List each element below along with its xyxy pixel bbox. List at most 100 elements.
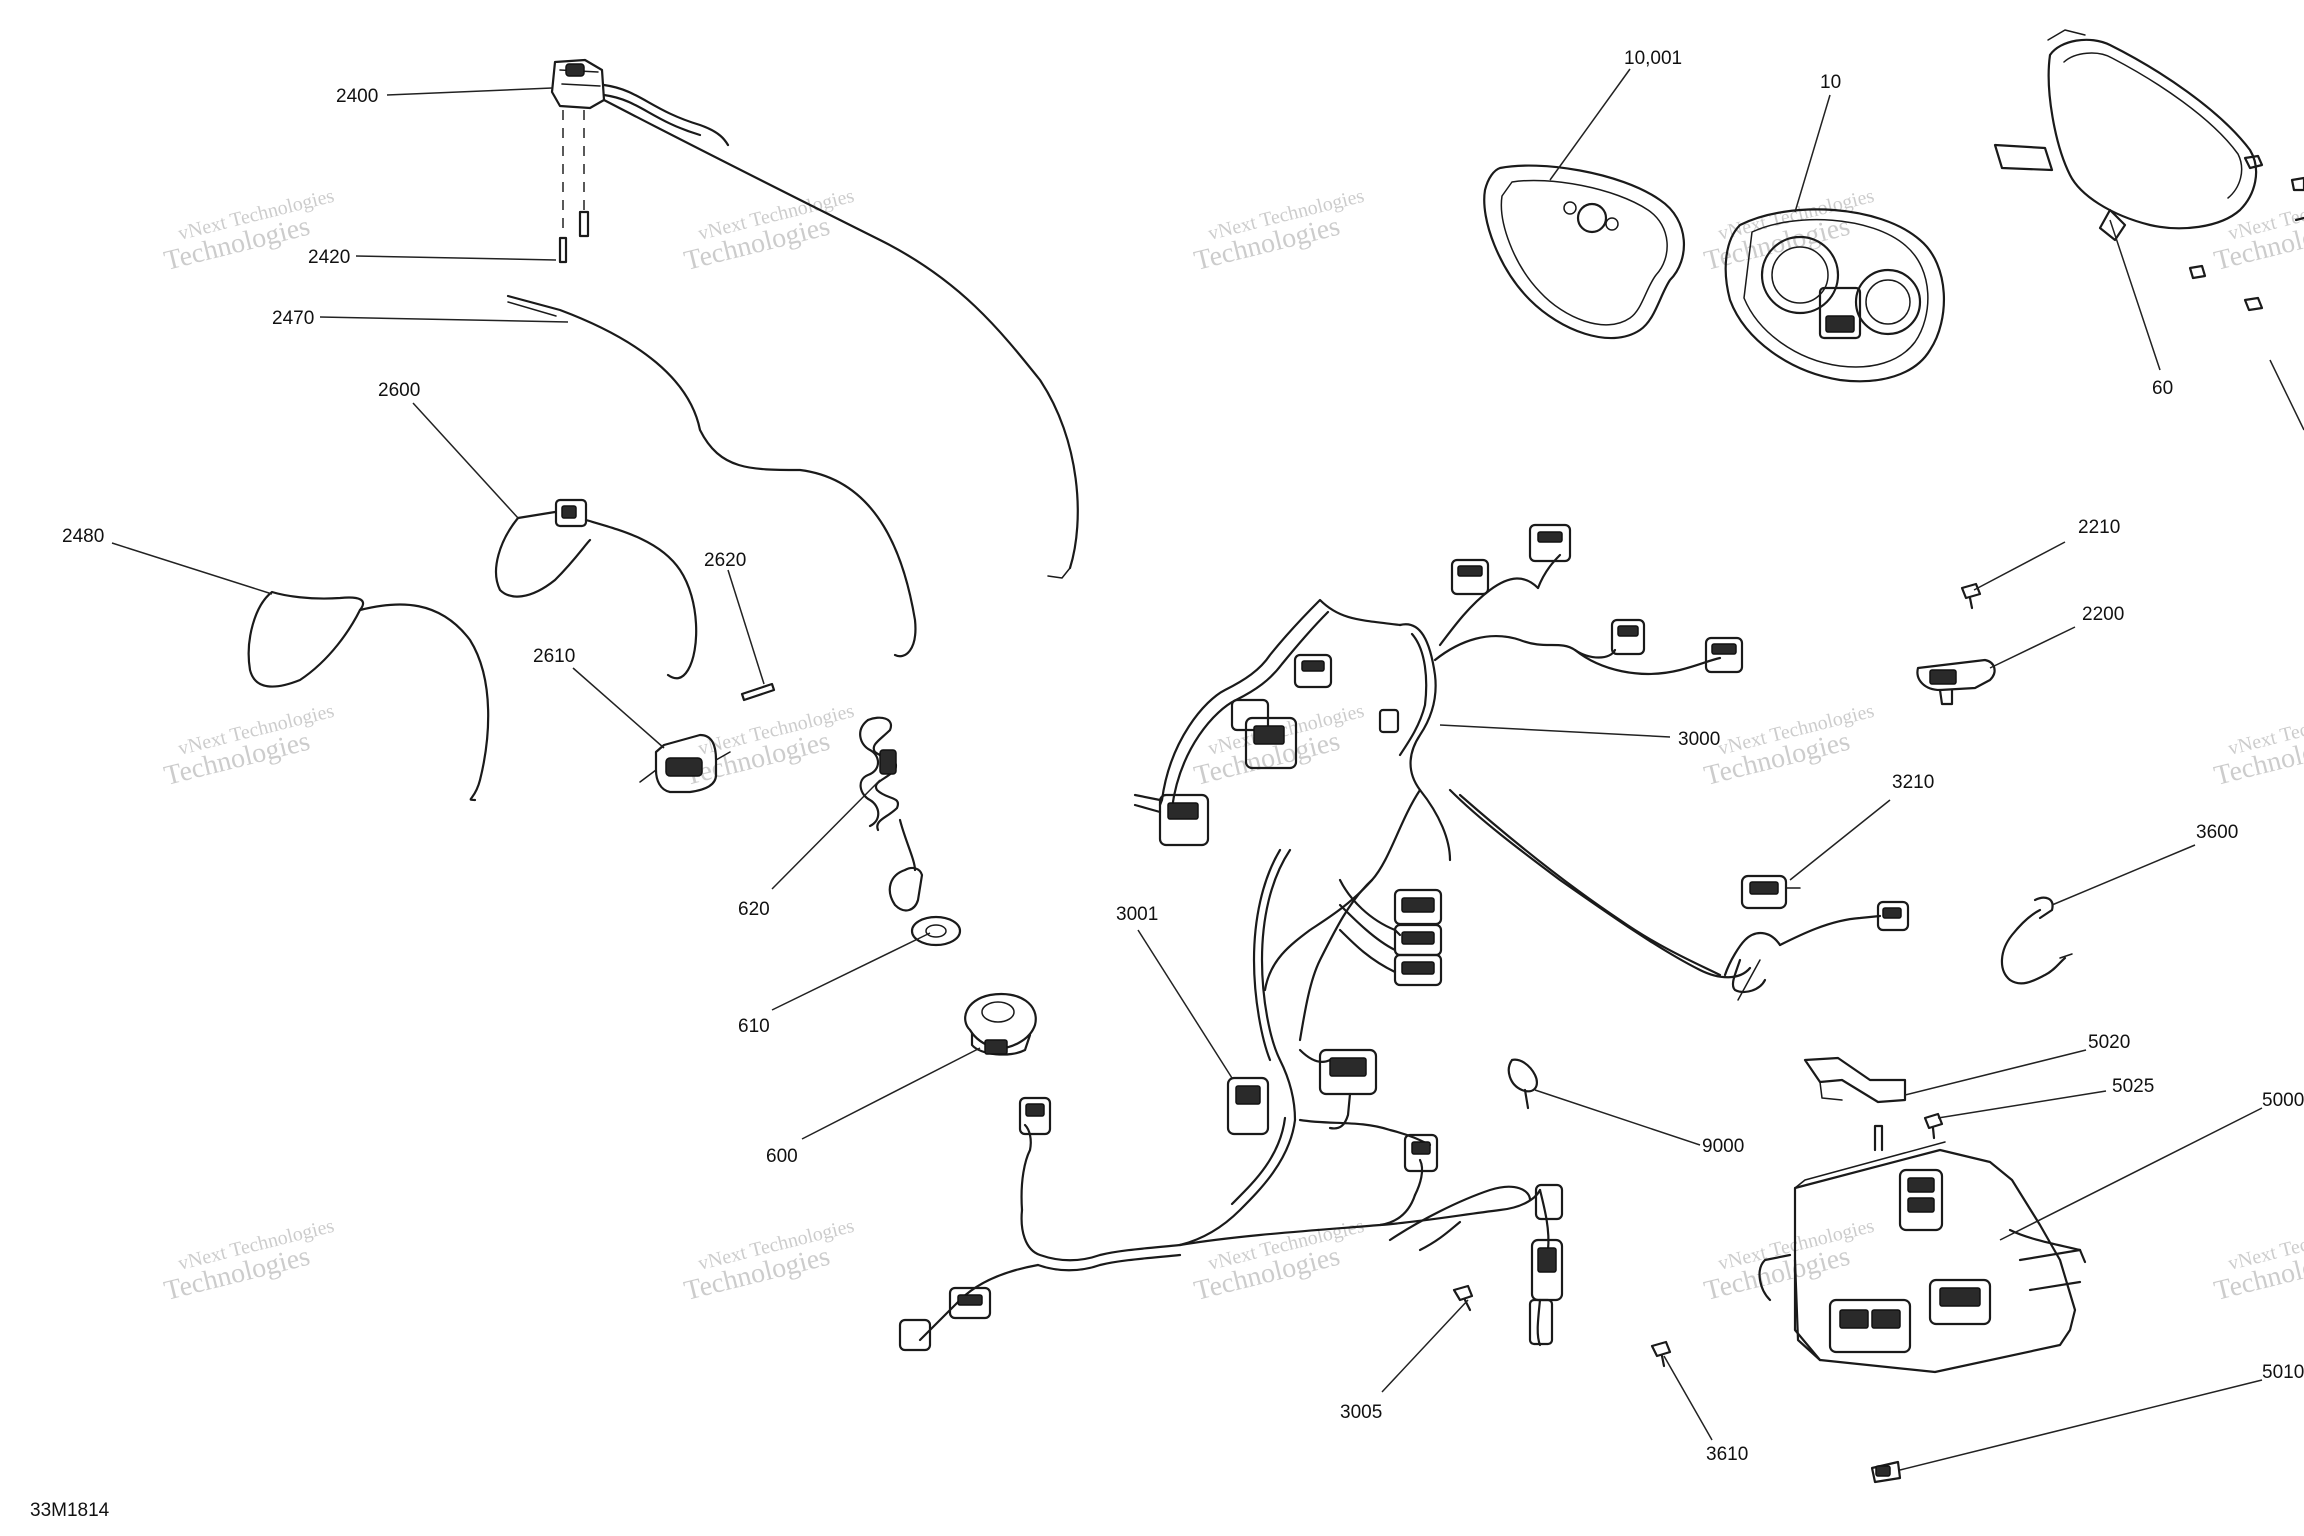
watermark: vNext Technologies Technologies <box>2211 185 2304 277</box>
part-3000-connectors <box>1133 523 1744 847</box>
callout-2480: 2480 <box>62 526 104 547</box>
part-60-cluster-housing <box>1993 29 2258 242</box>
part-60-fasteners <box>2188 154 2304 312</box>
leader-610 <box>771 932 931 1011</box>
callout-2200: 2200 <box>2082 604 2124 625</box>
part-2400-long-cable <box>602 98 1079 579</box>
watermark: vNext Technologies Technologies <box>161 700 336 792</box>
leader-5020 <box>1904 1049 2087 1096</box>
part-610-washer <box>910 915 962 947</box>
callout-2210: 2210 <box>2078 517 2120 538</box>
leader-9000 <box>1534 1089 1701 1146</box>
part-2480-loop-cable <box>247 590 490 802</box>
leader-2620 <box>727 569 765 685</box>
leader-620 <box>771 779 881 890</box>
callout-600: 600 <box>766 1146 798 1167</box>
part-10-instrument-cluster <box>1724 208 1945 383</box>
leader-3210 <box>1789 799 1891 881</box>
watermark: vNext Technologies Technologies <box>1191 700 1366 792</box>
part-5010-clip <box>1870 1460 1902 1484</box>
callout-2610: 2610 <box>533 646 575 667</box>
callout-2470: 2470 <box>272 308 314 329</box>
part-2470-cable <box>506 294 917 658</box>
part-3610-bolt <box>1650 1340 1672 1368</box>
part-2400-switch-housing <box>550 58 730 147</box>
part-3600-ground-cable <box>2000 896 2073 985</box>
callout-3600: 3600 <box>2196 822 2238 843</box>
callout-60: 60 <box>2152 378 2173 399</box>
callout-labels: 2400 2420 2470 2600 2480 2620 2610 620 6… <box>62 48 2304 1465</box>
watermark: vNext Technologies Technologies <box>1191 185 1366 277</box>
leader-2470 <box>319 316 569 323</box>
watermark: vNext Technologies Technologies <box>1701 1215 1876 1307</box>
callout-2400: 2400 <box>336 86 378 107</box>
callout-620: 620 <box>738 899 770 920</box>
part-2610-tether-switch <box>639 733 731 794</box>
leader-2600 <box>412 402 519 519</box>
part-2600-switch-with-wire <box>494 498 698 680</box>
part-2620-pin <box>740 682 776 702</box>
part-5000-ecu-module <box>1758 1124 2087 1374</box>
watermark: vNext Technologies Technologies <box>161 1215 336 1307</box>
part-9000-tie-strap <box>1507 1058 1538 1110</box>
leader-3005 <box>1381 1299 1469 1393</box>
part-600-horn-knob <box>964 992 1037 1056</box>
leader-2200 <box>1989 626 2076 669</box>
watermark: vNext Technologies Technologies <box>681 1215 856 1307</box>
leader-3001 <box>1137 929 1233 1079</box>
callout-3005: 3005 <box>1340 1402 1382 1423</box>
leader-2480 <box>111 542 273 595</box>
leader-2210 <box>1973 541 2066 591</box>
callout-5020: 5020 <box>2088 1032 2130 1053</box>
part-620-coiled-lanyard <box>859 716 924 912</box>
leader-60 <box>2109 219 2161 371</box>
watermark: vNext Technologies Technologies <box>1701 700 1876 792</box>
leader-2420 <box>355 255 557 261</box>
callout-5010: 5010 <box>2262 1362 2304 1383</box>
part-3001-lower-harness <box>898 848 1542 1352</box>
leader-lines <box>111 68 2304 1471</box>
callout-2600: 2600 <box>378 380 420 401</box>
callout-3000: 3000 <box>1678 729 1720 750</box>
leader-10001 <box>1549 68 1631 181</box>
leader-5010 <box>1899 1379 2263 1471</box>
leader-10 <box>1794 94 1831 213</box>
part-3000-right-branch <box>1458 793 1910 1001</box>
leader-60b <box>2269 359 2304 431</box>
leader-3600 <box>2051 844 2196 906</box>
watermark: vNext Technologies Technologies <box>2211 1215 2304 1307</box>
part-2420-screws <box>558 110 590 264</box>
leader-2610 <box>572 667 665 749</box>
part-2200-sensor <box>1916 658 1996 706</box>
watermark: vNext Technologies Technologies <box>2211 700 2304 792</box>
watermark: vNext Technologies Technologies <box>1701 185 1876 277</box>
watermark: vNext Technologies Technologies <box>681 185 856 277</box>
callout-5025: 5025 <box>2112 1076 2154 1097</box>
part-5020-bracket <box>1803 1056 1907 1104</box>
part-3210-connector <box>1740 874 1801 910</box>
callout-10001: 10,001 <box>1624 48 1682 69</box>
callout-610: 610 <box>738 1016 770 1037</box>
leader-5000 <box>1999 1107 2263 1241</box>
leader-2400 <box>386 87 553 96</box>
leader-3000 <box>1439 724 1671 738</box>
part-3001-right-connector-stack <box>1528 1183 1564 1347</box>
callout-2620: 2620 <box>704 550 746 571</box>
callout-10: 10 <box>1820 72 1841 93</box>
leader-600 <box>801 1047 981 1140</box>
watermark-layer: vNext Technologies Technologies vNext Te… <box>161 185 2304 1307</box>
part-5025-screw <box>1923 1112 1944 1140</box>
callout-9000: 9000 <box>1702 1136 1744 1157</box>
drawing-code: 33M1814 <box>30 1500 110 1521</box>
part-3000-main-harness <box>1158 553 1752 1042</box>
leader-5025 <box>1937 1090 2107 1119</box>
callout-3001: 3001 <box>1116 904 1158 925</box>
watermark: vNext Technologies Technologies <box>681 700 856 792</box>
part-2210-bolt <box>1960 582 1982 610</box>
callout-2420: 2420 <box>308 247 350 268</box>
callout-3610: 3610 <box>1706 1444 1748 1465</box>
callout-5000: 5000 <box>2262 1090 2304 1111</box>
part-10001-bezel <box>1483 164 1686 340</box>
callout-3210: 3210 <box>1892 772 1934 793</box>
